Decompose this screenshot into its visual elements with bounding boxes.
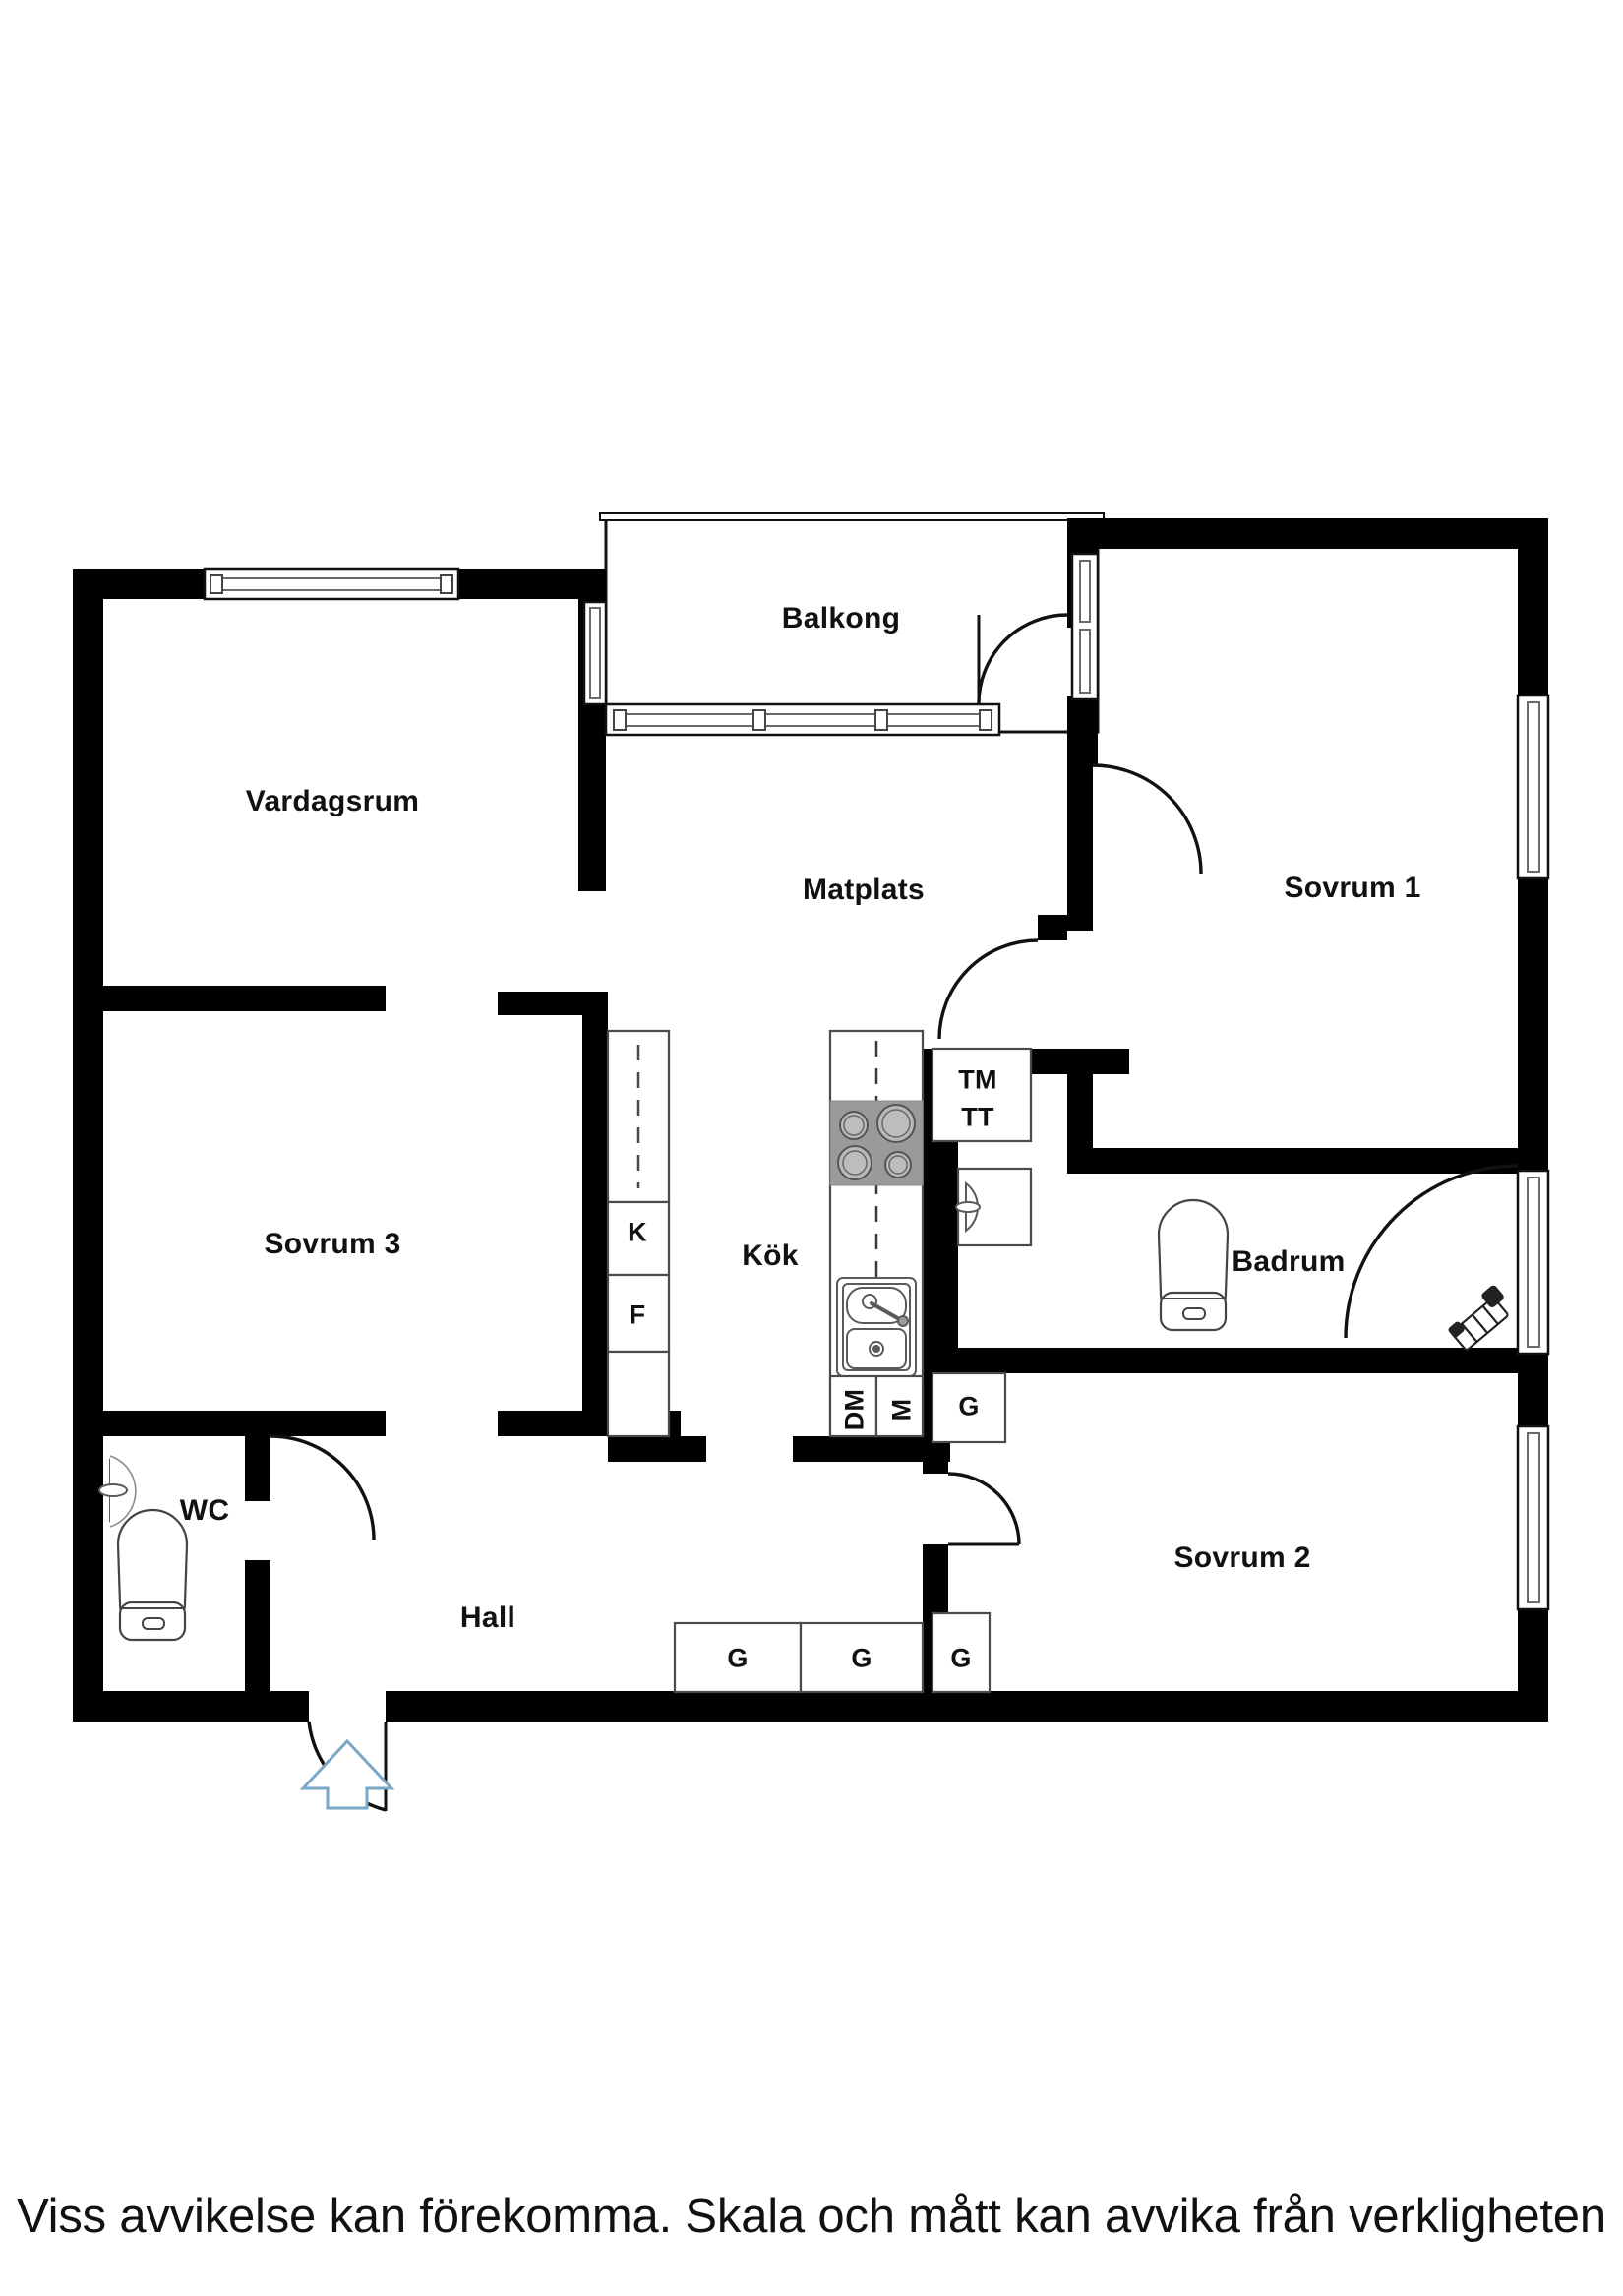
entry-arrow-icon (299, 1738, 395, 1810)
wardrobe-sovrum2-top-box (931, 1371, 1007, 1444)
door-sovrum1-lower (937, 938, 1039, 1040)
walls (73, 518, 1548, 1722)
room-label-sovrum-1: Sovrum 1 (1284, 872, 1421, 904)
door-swings (270, 613, 1519, 1812)
toilet-icon-badrum (1157, 1198, 1230, 1332)
fixture-label-laundry-machine: TM (958, 1064, 997, 1095)
door-balcony (977, 613, 1068, 705)
wardrobe-hall-2-box (799, 1621, 925, 1694)
kitchen-units (606, 1029, 1033, 1694)
washbasin-icon-badrum (955, 1167, 1033, 1247)
fixture-label-freezer: F (629, 1299, 646, 1330)
washbasin-icon-wc (98, 1452, 190, 1528)
fixture-label-wardrobe-hall-1: G (727, 1643, 749, 1673)
window-vardagsrum-top (203, 567, 460, 601)
room-label-sovrum-3: Sovrum 3 (264, 1228, 401, 1260)
room-label-matplats: Matplats (802, 874, 926, 906)
floor-fill (73, 551, 1548, 1722)
sanitary-fixtures (98, 1198, 1509, 1642)
room-label-sovrum-2: Sovrum 2 (1173, 1541, 1311, 1574)
window-sovrum2-right (1516, 1424, 1550, 1611)
windows (203, 552, 1550, 1611)
window-balcony-right (1070, 552, 1100, 701)
fixture-label-fridge: K (628, 1217, 647, 1247)
door-wc (270, 1434, 376, 1541)
fixture-label-wardrobe-hall-2: G (851, 1643, 872, 1673)
door-sovrum1-upper (1092, 763, 1203, 875)
window-badrum-right (1516, 1169, 1550, 1356)
wardrobe-sovrum2-bot-box (931, 1611, 992, 1694)
fixture-label-microwave: M (886, 1398, 917, 1421)
fixture-label-wardrobe-sovrum2-bot: G (950, 1643, 972, 1673)
room-label-hall: Hall (459, 1601, 516, 1634)
room-label-wc: WC (179, 1494, 230, 1527)
window-balcony-left (582, 600, 608, 706)
window-balcony-bottom (604, 702, 1001, 737)
fixture-label-dishwasher: DM (839, 1388, 870, 1431)
room-label-balkong: Balkong (781, 602, 901, 634)
room-label-kok: Kök (742, 1239, 799, 1272)
window-sovrum1-right (1516, 694, 1550, 880)
disclaimer-caption: Viss avvikelse kan förekomma. Skala och … (17, 2190, 1606, 2243)
radiator-icon (1448, 1285, 1509, 1351)
room-label-vardagsrum: Vardagsrum (245, 785, 420, 817)
toilet-icon-wc (116, 1508, 189, 1642)
kitchen-sink-icon (836, 1277, 917, 1377)
fixture-label-tumble-dryer: TT (961, 1102, 994, 1132)
door-sovrum2 (947, 1472, 1021, 1545)
fixture-label-wardrobe-sovrum2-top: G (958, 1391, 980, 1421)
door-badrum (1344, 1164, 1519, 1339)
stove-4-burner-icon (829, 1100, 924, 1186)
room-label-badrum: Badrum (1232, 1245, 1346, 1278)
